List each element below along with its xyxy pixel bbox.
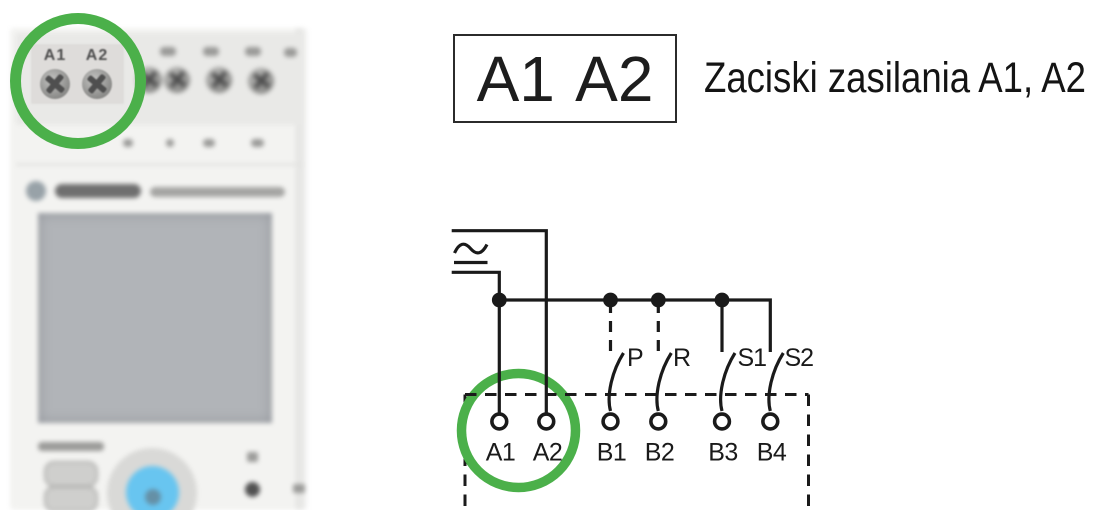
terminal-a1 [490,412,509,431]
down-arrow-key [44,486,98,510]
label-blob [245,47,261,56]
terminal-caption-box: A1 A2 [453,34,677,123]
label-blob [203,47,219,56]
device-shadow [296,28,310,510]
main-button-center-dot [145,489,161,505]
lcd-screen [38,213,272,423]
device-boundary [465,393,810,510]
terminal-b4 [761,412,780,431]
highlight-circle-photo [10,13,146,149]
junction-dot [491,292,507,308]
function-mark-blob [123,139,133,147]
function-mark-blob [166,139,174,147]
junction-dot [714,292,730,308]
switch-blade-s2 [767,352,785,412]
small-round-button [245,482,260,497]
brand-logo-blob [55,184,141,198]
terminal-caption-box-label: A1 A2 [476,42,654,115]
terminal-a2 [537,412,556,431]
switch-label-s2: S2 [785,344,814,372]
switch-blade-s1 [719,352,737,412]
label-blob [284,48,297,57]
terminal-label-b4: B4 [757,439,787,467]
switch-label-s1: S1 [738,344,767,372]
small-edge-mark [293,484,305,493]
switch-label-r: R [673,344,690,372]
device-photo: A1 A2 [0,0,330,510]
switch-blade-r [655,352,673,412]
brand-logo-icon [26,181,46,201]
terminal-label-b1: B1 [597,439,627,467]
strip-edge [16,163,304,166]
junction-dot [603,292,618,308]
wire-supply-a2 [451,229,548,414]
terminal-label-b3: B3 [708,439,738,467]
wire-bus [499,298,772,352]
model-number-blob [150,187,285,197]
junction-dot [650,292,666,308]
highlight-circle-diagram [456,368,581,493]
terminal-b1 [601,412,620,431]
ac-sine-icon [453,242,489,255]
function-mark-blob [251,139,264,147]
terminal-label-b2: B2 [645,439,675,467]
terminal-label-a2: A2 [533,439,563,467]
screw-terminal [206,67,232,93]
switch-label-p: P [627,344,643,372]
switch-blade-p [607,352,625,412]
terminal-b3 [712,412,732,431]
screw-terminal [164,67,190,93]
function-mark-blob [203,139,215,147]
screw-terminal [248,68,274,94]
wire-supply-a1 [451,270,501,414]
label-blob [160,47,176,56]
smartphone-text-blob [38,442,104,451]
terminal-b2 [649,412,668,431]
caption-text: Zaciski zasilania A1, A2 [704,54,1086,102]
small-arrow-mark [247,452,258,462]
terminal-label-a1: A1 [486,439,516,467]
